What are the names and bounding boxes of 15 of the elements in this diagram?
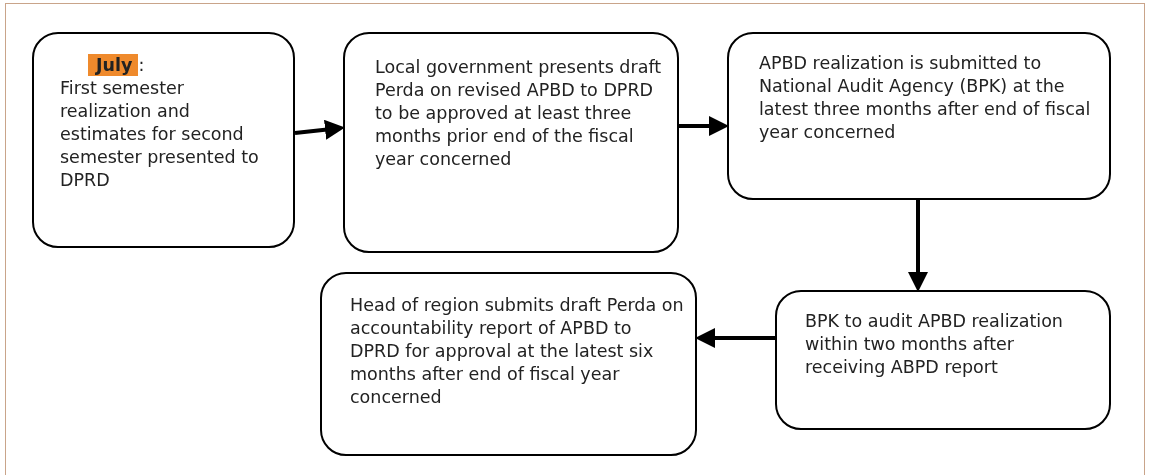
arrow — [695, 328, 775, 348]
process-box — [32, 32, 295, 248]
step-text: First semester realization and estimates for second semester presented to DPRD — [60, 77, 260, 192]
process-box — [775, 290, 1111, 430]
month-heading: July: — [88, 54, 145, 77]
process-box — [727, 32, 1111, 200]
step-text: Head of region submits draft Perda on accountability report of APBD to DPRD for approval at the latest six months after end of fiscal year concerned — [350, 294, 685, 409]
step-text: Local government presents draft Perda on revised APBD to DPRD to be approved at least three months prior end of the fiscal year concerned — [375, 56, 663, 171]
process-box — [343, 32, 679, 253]
arrow — [294, 119, 345, 140]
step-text: APBD realization is submitted to National Audit Agency (BPK) at the latest three months after end of fiscal year concerned — [759, 52, 1092, 144]
arrow — [679, 116, 729, 136]
process-box — [320, 272, 697, 456]
arrow — [908, 200, 928, 292]
step-text: BPK to audit APBD realization within two months after receiving ABPD report — [805, 310, 1064, 379]
